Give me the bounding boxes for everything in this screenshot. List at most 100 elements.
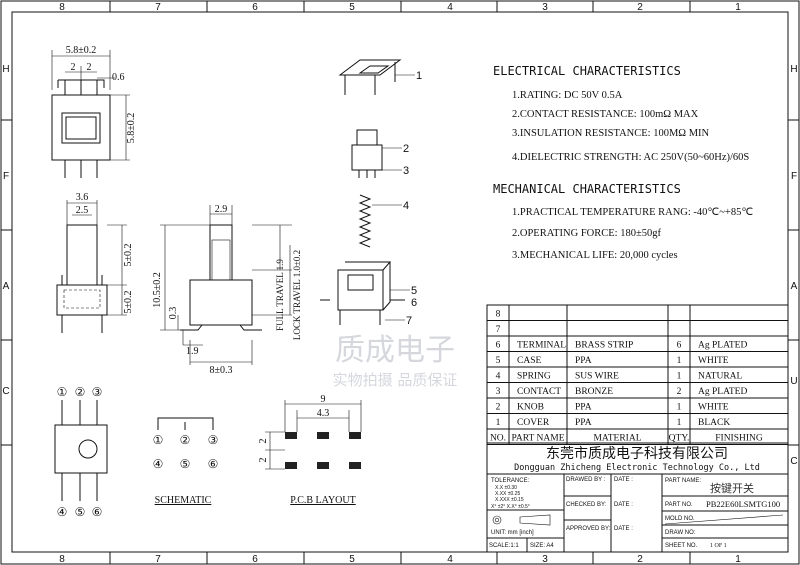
spec-item: 4.DIELECTRIC STRENGTH: AC 250V(50~60Hz)/… <box>512 152 749 163</box>
bom-cell: 1 <box>677 418 682 428</box>
sheet-no-label: SHEET NO. <box>665 543 698 549</box>
col-label: 1 <box>735 2 741 13</box>
bom-cell: PPA <box>575 356 592 366</box>
spec-item: 3.INSULATION RESISTANCE: 100MΩ MIN <box>512 128 710 139</box>
checked-by-label: CHECKED BY: <box>566 502 607 508</box>
col-label: 2 <box>637 554 643 565</box>
bom-cell: CASE <box>517 356 541 366</box>
bom-cell: Ag PLATED <box>698 341 747 351</box>
row-label: U <box>790 376 797 387</box>
pcb-label: P.C.B LAYOUT <box>290 495 355 506</box>
bom-cell: 6 <box>496 341 501 351</box>
bom-cell: BRONZE <box>575 387 613 397</box>
bom-header: PART NAME <box>511 434 564 444</box>
pin-label: ③ <box>208 433 219 447</box>
callout: 1 <box>416 70 422 82</box>
title-block: 东莞市质成电子科技有限公司 Dongguan Zhicheng Electron… <box>486 442 789 553</box>
bom-cell: 2 <box>496 403 501 413</box>
dim-19: 1.9 <box>186 346 199 357</box>
inner-border <box>11 11 789 553</box>
row-label: F <box>3 171 9 182</box>
row-label: H <box>790 64 797 75</box>
spec-item: 2.CONTACT RESISTANCE: 100mΩ MAX <box>512 109 699 120</box>
pin-label: ① <box>57 385 68 399</box>
row-label: H <box>2 64 9 75</box>
drawed-by-label: DRAWED BY : <box>566 477 606 483</box>
dim-side-upper: 5±0.2 <box>123 244 134 267</box>
col-label: 1 <box>735 554 741 565</box>
callout: 4 <box>403 200 409 212</box>
dim-pcb-width: 9 <box>321 394 326 405</box>
bom-cell: 4 <box>496 372 501 382</box>
dim-top-width: 5.8±0.2 <box>66 45 97 56</box>
section-title: ELECTRICAL CHARACTERISTICS <box>493 64 681 78</box>
projection-cone-icon <box>519 514 551 526</box>
spec-item: 3.MECHANICAL LIFE: 20,000 cycles <box>512 250 678 261</box>
spec-item: 1.PRACTICAL TEMPERATURE RANG: -40℃~+85℃ <box>512 207 753 218</box>
row-label: C <box>790 456 797 467</box>
watermark: 质成电子 实物拍摄 品质保证 <box>333 333 458 389</box>
pin-label: ⑥ <box>92 505 103 519</box>
col-label: 4 <box>447 2 453 13</box>
bom-cell: BLACK <box>698 418 730 428</box>
col-label: 8 <box>59 554 65 565</box>
schematic: ① ② ③ ④ ⑤ ⑥ SCHEMATIC <box>153 417 219 506</box>
tolerance: X° ±2° X.X° ±0.5° <box>491 504 530 510</box>
col-label: 3 <box>542 554 548 565</box>
bom-cell: 1 <box>677 403 682 413</box>
bom-cell: 1 <box>677 372 682 382</box>
callout: 3 <box>403 165 409 177</box>
col-label: 6 <box>252 2 258 13</box>
bom-cell: PPA <box>575 403 592 413</box>
bom-cell: Ag PLATED <box>698 387 747 397</box>
exploded-view: 1 2 3 4 5 6 7 <box>320 59 422 327</box>
date-label: DATE : <box>614 502 633 508</box>
spec-item: 1.RATING: DC 50V 0.5A <box>512 90 623 101</box>
pin-label: ① <box>153 433 164 447</box>
part-no-label: PART NO. <box>665 502 693 508</box>
row-label: C <box>2 386 9 397</box>
lock-travel: LOCK TRAVEL 1.0±0.2 <box>292 250 302 340</box>
bom-cell: WHITE <box>698 356 729 366</box>
row-label: F <box>791 171 797 182</box>
section-title: MECHANICAL CHARACTERISTICS <box>493 182 681 196</box>
row-label: A <box>3 281 10 292</box>
scale: SCALE:1:1 <box>489 543 519 549</box>
tolerance: X.XXX ±0.15 <box>495 497 524 503</box>
date-label: DATE : <box>614 526 633 532</box>
bom-header: NO. <box>490 434 506 444</box>
bom-cell: SPRING <box>517 372 551 382</box>
part-no: PB22E60LSMTG100 <box>706 499 780 509</box>
company-name-cn: 东莞市质成电子科技有限公司 <box>546 445 728 462</box>
bom-cell: KNOB <box>517 403 544 413</box>
size: SIZE: A4 <box>530 543 554 549</box>
pin-view: ① ② ③ ④ ⑤ ⑥ <box>54 385 108 519</box>
col-label: 5 <box>349 554 355 565</box>
col-label: 4 <box>447 554 453 565</box>
bom-frame <box>486 304 789 445</box>
col-label: 2 <box>637 2 643 13</box>
pin-label: ② <box>180 433 191 447</box>
col-label: 3 <box>542 2 548 13</box>
bom-cell: WHITE <box>698 403 729 413</box>
pin-label: ⑤ <box>75 505 86 519</box>
bom-cell: 1 <box>677 356 682 366</box>
dim-pcb-v: 2 <box>258 458 269 463</box>
spec-item: 2.OPERATING FORCE: 180±50gf <box>512 228 661 239</box>
dim-side-inner: 2.5 <box>76 205 89 216</box>
pin-label: ④ <box>153 457 164 471</box>
callout: 2 <box>403 143 409 155</box>
mold-no-label: MOLD NO. <box>665 516 695 522</box>
callout: 5 <box>411 285 417 297</box>
bom-cell: 1 <box>496 418 501 428</box>
dim-pitch: 2 <box>87 62 92 73</box>
pin-label: ⑤ <box>180 457 191 471</box>
pin-label: ⑥ <box>208 457 219 471</box>
bom-cell: SUS WIRE <box>575 372 619 382</box>
part-name: 按键开关 <box>710 481 754 495</box>
pin-label: ④ <box>57 505 68 519</box>
front-view: 2.9 10.5±0.2 0.3 1.9 8±0.3 FULL TRAVEL 1… <box>152 204 302 376</box>
dim-pcb-pitch: 4.3 <box>317 408 330 419</box>
